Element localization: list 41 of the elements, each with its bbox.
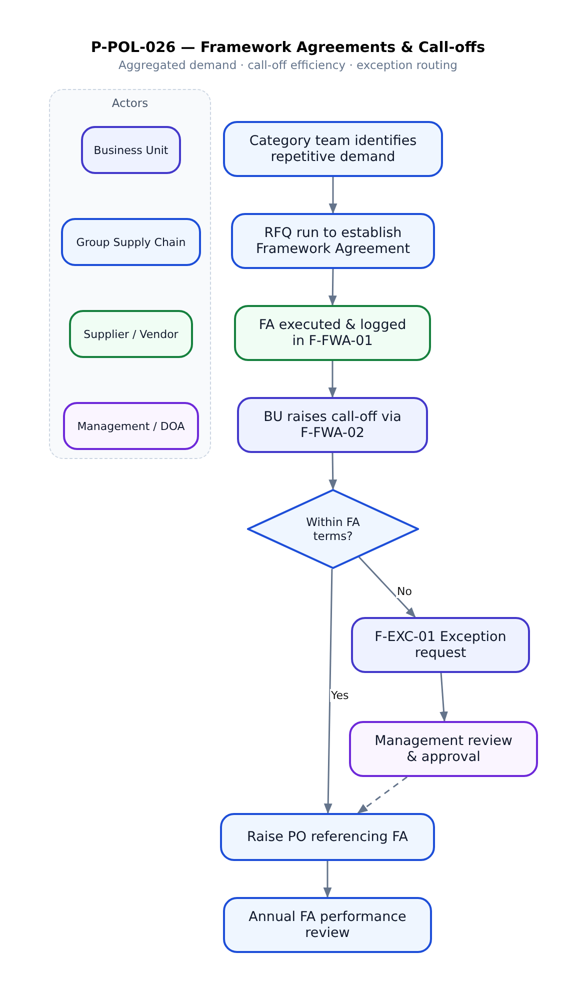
arrow [328,361,337,398]
diagram-subtitle: Aggregated demand · call-off efficiency · exception routing [118,58,458,72]
actor-box [61,218,201,266]
process-box [349,721,538,777]
process-box [223,897,432,953]
process-box [220,813,435,861]
node-label: BU raises call-off via F-FWA-02 [262,409,402,441]
node-label: Management / DOA [77,420,185,432]
node-label: F-EXC-01 Exception request [374,629,508,661]
arrow [324,568,333,814]
process-box [223,121,443,177]
node-label: Category team identifies repetitive demand [248,133,418,165]
decision-diamond [247,489,419,569]
arrow [440,672,448,722]
process-box [351,617,530,673]
actor-box [81,126,181,174]
arrow [357,776,408,814]
node-label: Management review & approval [374,733,514,765]
node-label: Business Unit [94,144,168,156]
arrow [323,861,332,898]
actor-box [63,402,199,450]
node-label: RFQ run to establish Framework Agreement [255,225,411,257]
node-label: Raise PO referencing FA [247,829,408,845]
edge-label: Yes [330,689,350,702]
arrow [328,268,337,306]
arrow [358,556,416,618]
node-label: FA executed & logged in F-FWA-01 [258,317,408,349]
arrow [328,452,338,490]
node-label: Annual FA performance review [248,909,408,941]
process-box [234,305,431,361]
panel-heading: Actors [112,95,148,111]
actors-panel [49,89,211,459]
node-label: Group Supply Chain [76,236,186,248]
edge-label: No [396,585,413,598]
node-label: Supplier / Vendor [84,328,178,340]
diagram-title: P-POL-026 — Framework Agreements & Call-offs [90,40,486,56]
process-box [237,397,428,453]
arrow [328,177,338,214]
actor-box [69,310,193,358]
node-label: Within FA terms? [305,515,361,543]
process-box [231,213,435,269]
